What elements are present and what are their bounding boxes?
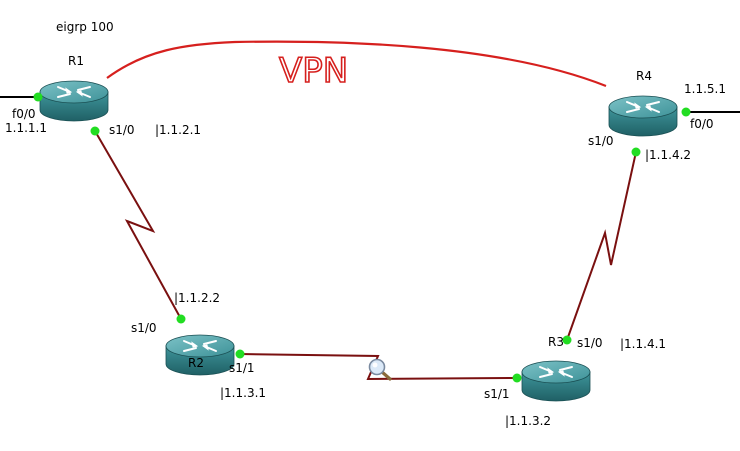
r3-s1-1-label: s1/1 <box>484 387 510 401</box>
r4-f0-label: f0/0 <box>690 117 714 131</box>
r4-s1-0-ip: |1.1.4.2 <box>645 148 691 162</box>
r2-s1-0-ip: |1.1.2.2 <box>174 291 220 305</box>
r1-f0-port[interactable] <box>33 92 43 102</box>
router-r4[interactable] <box>608 95 678 137</box>
r4-name: R4 <box>636 69 652 83</box>
r2-s1-1-ip: |1.1.3.1 <box>220 386 266 400</box>
r1-f0-label: f0/0 <box>12 107 36 121</box>
r1-f0-ip: 1.1.1.1 <box>5 121 47 135</box>
r3-name: R3 <box>548 335 564 349</box>
r3-s1-0-label: s1/0 <box>577 336 603 350</box>
r4-f0-ip: 1.1.5.1 <box>684 82 726 96</box>
r1-s1-0-port[interactable] <box>90 126 100 136</box>
r2-s1-1-label: s1/1 <box>229 361 255 375</box>
protocol-label: eigrp 100 <box>56 20 114 34</box>
r3-s1-1-ip: |1.1.3.2 <box>505 414 551 428</box>
r2-s1-1-port[interactable] <box>235 349 245 359</box>
r2-s1-0-port[interactable] <box>176 314 186 324</box>
vpn-label: VPN <box>279 51 348 91</box>
r1-name: R1 <box>68 54 84 68</box>
serial-link-r1-r2[interactable] <box>94 130 182 320</box>
r1-s1-0-ip: |1.1.2.1 <box>155 123 201 137</box>
r4-s1-0-port[interactable] <box>631 147 641 157</box>
r4-f0-port[interactable] <box>681 107 691 117</box>
vpn-tunnel-line <box>106 40 607 88</box>
packet-capture-icon[interactable] <box>368 358 392 381</box>
r3-s1-0-ip: |1.1.4.1 <box>620 337 666 351</box>
r3-s1-0-port[interactable] <box>562 335 572 345</box>
router-r3[interactable] <box>521 360 591 402</box>
r4-s1-0-label: s1/0 <box>588 134 614 148</box>
router-r1[interactable] <box>39 80 109 122</box>
r2-name: R2 <box>188 356 204 370</box>
r1-s1-0-label: s1/0 <box>109 123 135 137</box>
r2-s1-0-label: s1/0 <box>131 321 157 335</box>
r3-s1-1-port[interactable] <box>512 373 522 383</box>
serial-link-r3-r4[interactable] <box>566 151 637 341</box>
